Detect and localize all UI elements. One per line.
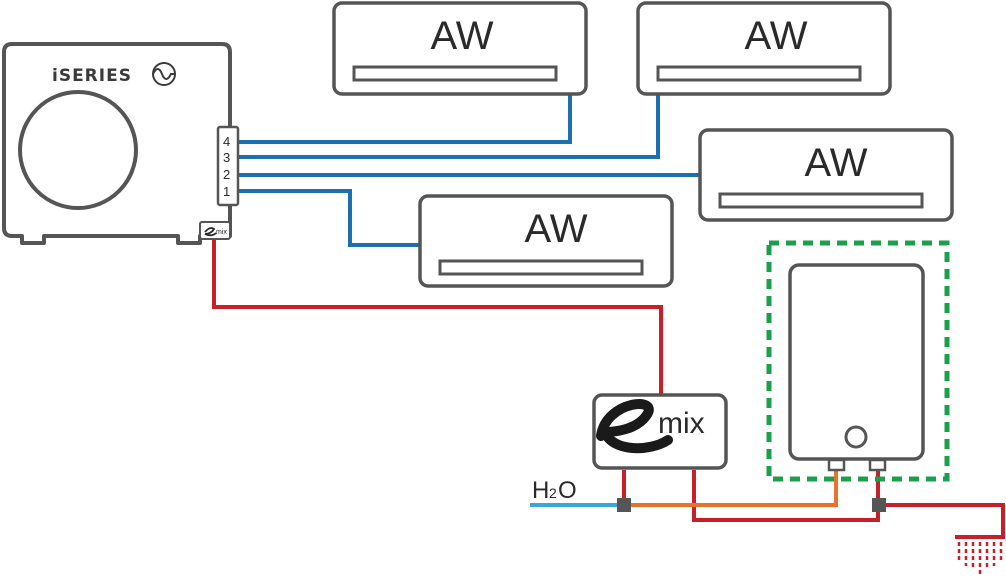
warm-water-lines (628, 470, 838, 507)
emix-mini-logo-icon (204, 227, 217, 237)
water-inlet-o: O (558, 477, 577, 504)
refrigerant-line-3 (238, 94, 660, 159)
outlet-shower-icon (955, 535, 1005, 574)
refrigerant-lines (238, 94, 700, 247)
port-label-1: 1 (223, 184, 230, 199)
water-inlet-h: H (532, 477, 549, 504)
tank-indicator-icon (844, 425, 868, 449)
brand-wave-icon (152, 62, 176, 86)
tank-boundary (766, 240, 950, 482)
emix-e-logo-icon (596, 399, 673, 454)
water-inlet-label: H 2 O (532, 477, 577, 504)
port-label-2: 2 (223, 167, 230, 182)
indoor-unit-1: AW (332, 1, 588, 96)
emix-mini-label: mix (216, 229, 227, 236)
water-tank-area (766, 240, 950, 482)
indoor-unit-vent (352, 65, 558, 82)
emix-module-port: mix (199, 221, 231, 240)
port-terminal: 4 3 2 1 (216, 125, 240, 207)
brand-logo-text: iSERIES (52, 66, 132, 86)
indoor-unit-label: AW (525, 207, 588, 251)
water-inlet-subscript: 2 (549, 485, 557, 501)
tank-inlet-connector (827, 458, 846, 472)
indoor-unit-vent (656, 65, 862, 82)
control-line-to-emix (212, 240, 663, 395)
indoor-unit-4: AW (418, 194, 674, 288)
water-tank-body (788, 263, 925, 461)
fan-grille (18, 90, 138, 210)
warm-line-to-tank (628, 470, 838, 507)
indoor-unit-label: AW (431, 14, 494, 58)
hot-line-emix-to-outlet (692, 470, 1005, 537)
port-terminal-body (216, 125, 240, 207)
tee-fitting-inlet (617, 498, 631, 512)
emix-unit-label: mix (658, 407, 705, 440)
indoor-unit-3: AW (698, 128, 954, 222)
port-label-4: 4 (223, 134, 230, 149)
indoor-unit-2: AW (636, 1, 892, 96)
tank-outlet-connector (868, 458, 887, 472)
refrigerant-line-4 (238, 94, 572, 144)
indoor-unit-vent (718, 192, 924, 209)
outdoor-unit: iSERIES 4 3 2 1 mix (2, 42, 240, 245)
indoor-unit-label: AW (745, 14, 808, 58)
refrigerant-line-1 (238, 189, 420, 247)
indoor-unit-vent (438, 259, 644, 276)
tee-fitting-outlet (872, 498, 886, 512)
port-label-3: 3 (223, 150, 230, 165)
emix-unit: mix (592, 393, 728, 470)
indoor-unit-label: AW (805, 141, 868, 185)
